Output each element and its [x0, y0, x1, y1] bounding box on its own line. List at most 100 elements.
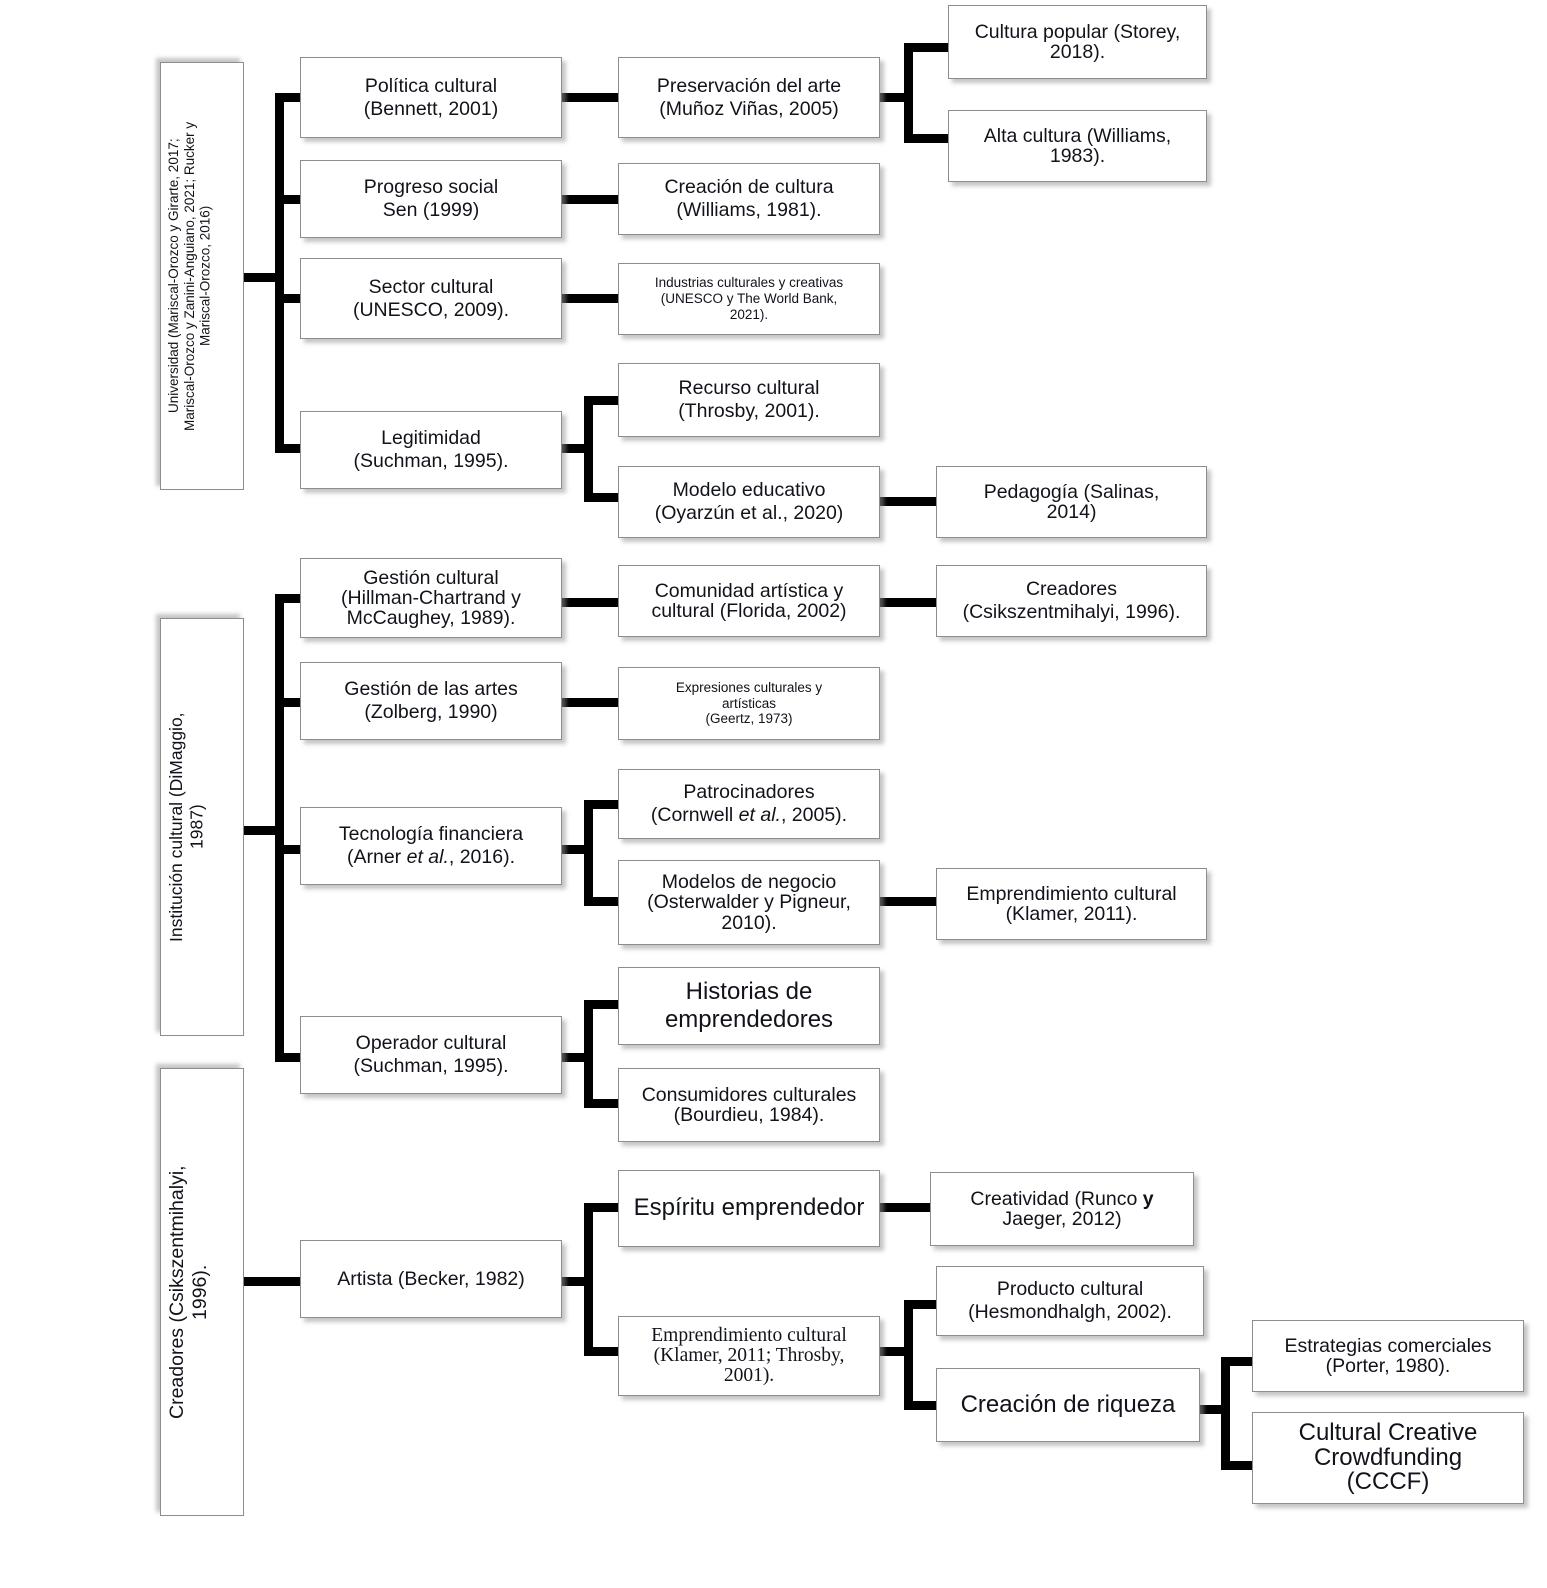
- connector-universidad-to-progreso: [275, 195, 305, 204]
- node-modelo-educativo[interactable]: Modelo educativo(Oyarzún et al., 2020): [618, 466, 880, 538]
- connector-riqueza-to-cccf: [1221, 1461, 1257, 1470]
- node-label-consumidores-culturales: Consumidores culturales(Bourdieu, 1984).: [641, 1083, 857, 1126]
- node-recurso-cultural[interactable]: Recurso cultural(Throsby, 2001).: [618, 363, 880, 437]
- node-label-emprendimiento-cultural-klamer: Emprendimiento cultural(Klamer, 2011).: [966, 882, 1177, 925]
- node-modelos-negocio[interactable]: Modelos de negocio(Osterwalder y Pigneur…: [618, 860, 880, 945]
- node-legitimidad[interactable]: Legitimidad(Suchman, 1995).: [300, 411, 562, 489]
- node-label-modelo-educativo: Modelo educativo(Oyarzún et al., 2020): [654, 479, 844, 524]
- root-label-institucion: Institución cultural (DiMaggio,1987): [166, 712, 207, 942]
- connector-preservacion-to-culturapopular: [904, 43, 952, 52]
- node-label-politica-cultural: Política cultural(Bennett, 2001): [363, 74, 499, 120]
- root-box-institucion[interactable]: Institución cultural (DiMaggio,1987): [160, 618, 244, 1036]
- connector-emprendimiento2-stub: [877, 1347, 911, 1356]
- connector-preservacion-bus: [904, 43, 913, 143]
- connector-riqueza-to-estrategias: [1221, 1357, 1257, 1366]
- connector-institucion-bus: [275, 594, 284, 1062]
- connector-emprendimiento2-to-riqueza: [904, 1401, 944, 1410]
- node-label-tecnologia-line: Tecnología financiera(Arner et al., 2016…: [338, 823, 524, 868]
- connector-gestionartes-to-expresiones: [556, 698, 622, 707]
- connector-root-institucion-stub: [244, 826, 284, 835]
- connector-sector-to-industrias: [556, 294, 622, 303]
- node-creacion-riqueza[interactable]: Creación de riqueza: [936, 1368, 1200, 1442]
- connector-universidad-to-legitimidad: [275, 444, 305, 453]
- creatividad-pre: Creatividad (Runco: [970, 1187, 1143, 1210]
- node-label-legitimidad: Legitimidad(Suchman, 1995).: [353, 427, 509, 472]
- connector-institucion-to-tecnologia: [275, 845, 305, 854]
- node-consumidores-culturales[interactable]: Consumidores culturales(Bourdieu, 1984).: [618, 1068, 880, 1142]
- connector-operador-to-consumidores: [584, 1099, 622, 1108]
- connector-politica-to-preservacion: [556, 93, 622, 102]
- connector-legitimidad-to-recurso: [584, 396, 622, 405]
- node-label-patrocinadores: Patrocinadores(Cornwell et al., 2005).: [650, 781, 848, 826]
- node-label-creacion-cultura: Creación de cultura(Williams, 1981).: [664, 176, 834, 221]
- connector-tecnologia-bus: [584, 800, 593, 906]
- connector-universidad-to-sector: [275, 294, 305, 303]
- node-operador-cultural[interactable]: Operador cultural(Suchman, 1995).: [300, 1016, 562, 1094]
- root-label-creadores: Creadores (Csikszentmihalyi,1996).: [166, 1165, 211, 1419]
- connector-modelos-to-emprendimiento: [877, 897, 952, 906]
- node-label-operador-cultural: Operador cultural(Suchman, 1995).: [353, 1032, 509, 1077]
- connector-institucion-to-gestionartes: [275, 698, 305, 707]
- connector-emprendimiento2-to-producto: [904, 1300, 944, 1309]
- node-label-preservacion-arte: Preservación del arte(Muñoz Viñas, 2005): [656, 74, 842, 120]
- node-label-producto-cultural: Producto cultural(Hesmondhalgh, 2002).: [968, 1278, 1172, 1323]
- node-sector-cultural[interactable]: Sector cultural(UNESCO, 2009).: [300, 258, 562, 339]
- node-label-estrategias-comerciales: Estrategias comerciales(Porter, 1980).: [1284, 1334, 1492, 1377]
- node-cultura-popular[interactable]: Cultura popular (Storey,2018).: [948, 5, 1207, 79]
- node-pedagogia[interactable]: Pedagogía (Salinas,2014): [936, 466, 1207, 538]
- connector-root-creadores-stub: [244, 1277, 304, 1286]
- connector-institucion-to-gestioncultural: [275, 594, 305, 603]
- node-espiritu-emprendedor[interactable]: Espíritu emprendedor: [618, 1170, 880, 1247]
- node-preservacion-arte[interactable]: Preservación del arte(Muñoz Viñas, 2005): [618, 57, 880, 138]
- connector-comunidad-to-creadores: [877, 598, 952, 607]
- node-politica-cultural[interactable]: Política cultural(Bennett, 2001): [300, 57, 562, 138]
- node-label-recurso-cultural: Recurso cultural(Throsby, 2001).: [678, 377, 820, 422]
- connector-preservacion-to-altacultura: [904, 134, 952, 143]
- node-estrategias-comerciales[interactable]: Estrategias comerciales(Porter, 1980).: [1252, 1320, 1524, 1392]
- node-artista[interactable]: Artista (Becker, 1982): [300, 1240, 562, 1318]
- node-label-pedagogia: Pedagogía (Salinas,2014): [983, 480, 1160, 523]
- node-label-espiritu-emprendedor: Espíritu emprendedor: [633, 1194, 865, 1222]
- connector-artista-to-espiritu: [584, 1203, 622, 1212]
- root-box-universidad[interactable]: Universidad (Mariscal-Orozco y Girarte, …: [160, 62, 244, 490]
- node-emprendimiento-cultural-klamer[interactable]: Emprendimiento cultural(Klamer, 2011).: [936, 868, 1207, 940]
- node-patrocinadores[interactable]: Patrocinadores(Cornwell et al., 2005).: [618, 769, 880, 839]
- node-label-creacion-riqueza: Creación de riqueza: [960, 1390, 1176, 1418]
- node-creacion-cultura[interactable]: Creación de cultura(Williams, 1981).: [618, 163, 880, 235]
- node-label-alta-cultura: Alta cultura (Williams,1983).: [983, 124, 1172, 167]
- node-creadores-csikszentmihalyi[interactable]: Creadores(Csikszentmihalyi, 1996).: [936, 565, 1207, 637]
- connector-universidad-to-politica: [275, 93, 305, 102]
- node-label-modelos-negocio: Modelos de negocio(Osterwalder y Pigneur…: [647, 871, 851, 934]
- node-gestion-artes[interactable]: Gestión de las artes(Zolberg, 1990): [300, 662, 562, 740]
- connector-progreso-to-creacion: [556, 195, 622, 204]
- root-box-creadores[interactable]: Creadores (Csikszentmihalyi,1996).: [160, 1068, 244, 1516]
- connector-preservacion-stub: [877, 93, 913, 102]
- node-tecnologia-financiera[interactable]: Tecnología financiera(Arner et al., 2016…: [300, 807, 562, 885]
- connector-universidad-bus: [275, 93, 284, 453]
- node-alta-cultura[interactable]: Alta cultura (Williams,1983).: [948, 110, 1207, 182]
- connector-operador-stub: [556, 1053, 592, 1062]
- node-label-creadores-csikszentmihalyi: Creadores(Csikszentmihalyi, 1996).: [962, 578, 1181, 623]
- connector-modelo-to-pedagogia: [877, 497, 952, 506]
- connector-artista-bus: [584, 1203, 593, 1356]
- node-industrias-culturales[interactable]: Industrias culturales y creativas(UNESCO…: [618, 263, 880, 335]
- node-emprendimiento-cultural-throsby[interactable]: Emprendimiento cultural(Klamer, 2011; Th…: [618, 1316, 880, 1396]
- node-label-emprendimiento-cultural-throsby: Emprendimiento cultural(Klamer, 2011; Th…: [651, 1324, 847, 1387]
- node-label-gestion-artes: Gestión de las artes(Zolberg, 1990): [344, 678, 518, 723]
- connector-institucion-to-operador: [275, 1053, 305, 1062]
- node-producto-cultural[interactable]: Producto cultural(Hesmondhalgh, 2002).: [936, 1266, 1204, 1336]
- node-label-artista: Artista (Becker, 1982): [337, 1267, 525, 1290]
